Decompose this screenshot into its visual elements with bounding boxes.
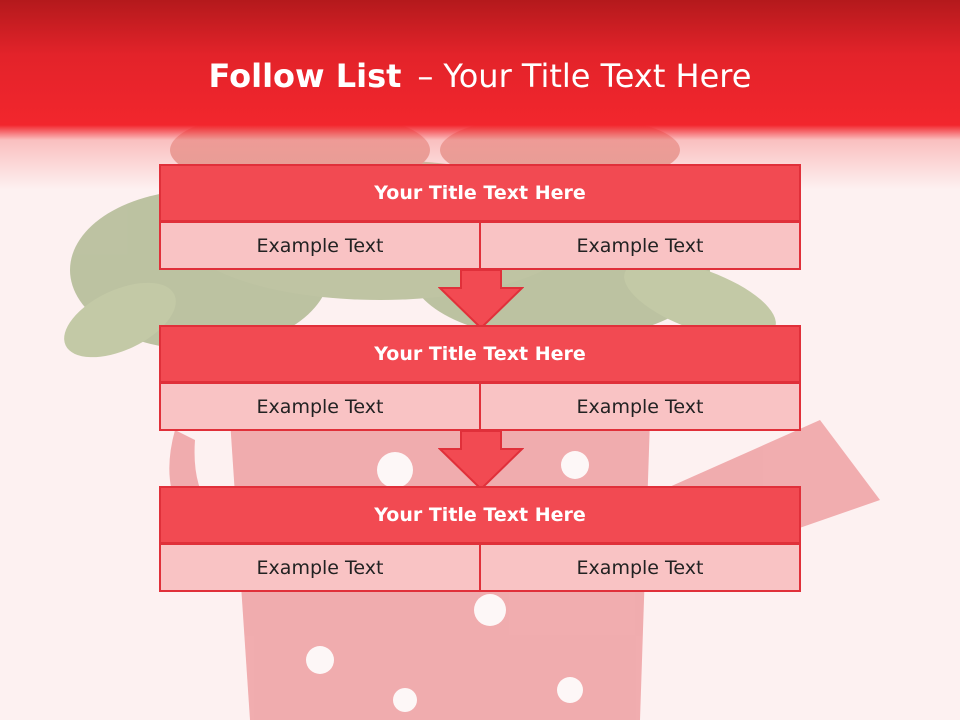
list-block: Your Title Text Here Example Text Exampl…	[159, 486, 801, 592]
title-bold-part: Follow List	[208, 57, 402, 95]
block-cell-right: Example Text	[479, 382, 801, 431]
block-cell-left: Example Text	[159, 543, 481, 592]
block-cell-right: Example Text	[479, 543, 801, 592]
title-main-part: Your Title Text Here	[443, 57, 752, 95]
block-cell-left: Example Text	[159, 221, 481, 270]
list-block: Your Title Text Here Example Text Exampl…	[159, 325, 801, 431]
block-title: Your Title Text Here	[159, 164, 801, 222]
block-cell-right: Example Text	[479, 221, 801, 270]
slide-title: Follow List – Your Title Text Here	[0, 52, 960, 100]
title-band	[0, 0, 960, 190]
down-arrow-icon	[438, 270, 524, 330]
title-separator: –	[417, 57, 434, 95]
down-arrow-icon	[438, 431, 524, 491]
list-block: Your Title Text Here Example Text Exampl…	[159, 164, 801, 270]
block-title: Your Title Text Here	[159, 325, 801, 383]
block-title: Your Title Text Here	[159, 486, 801, 544]
block-cell-left: Example Text	[159, 382, 481, 431]
